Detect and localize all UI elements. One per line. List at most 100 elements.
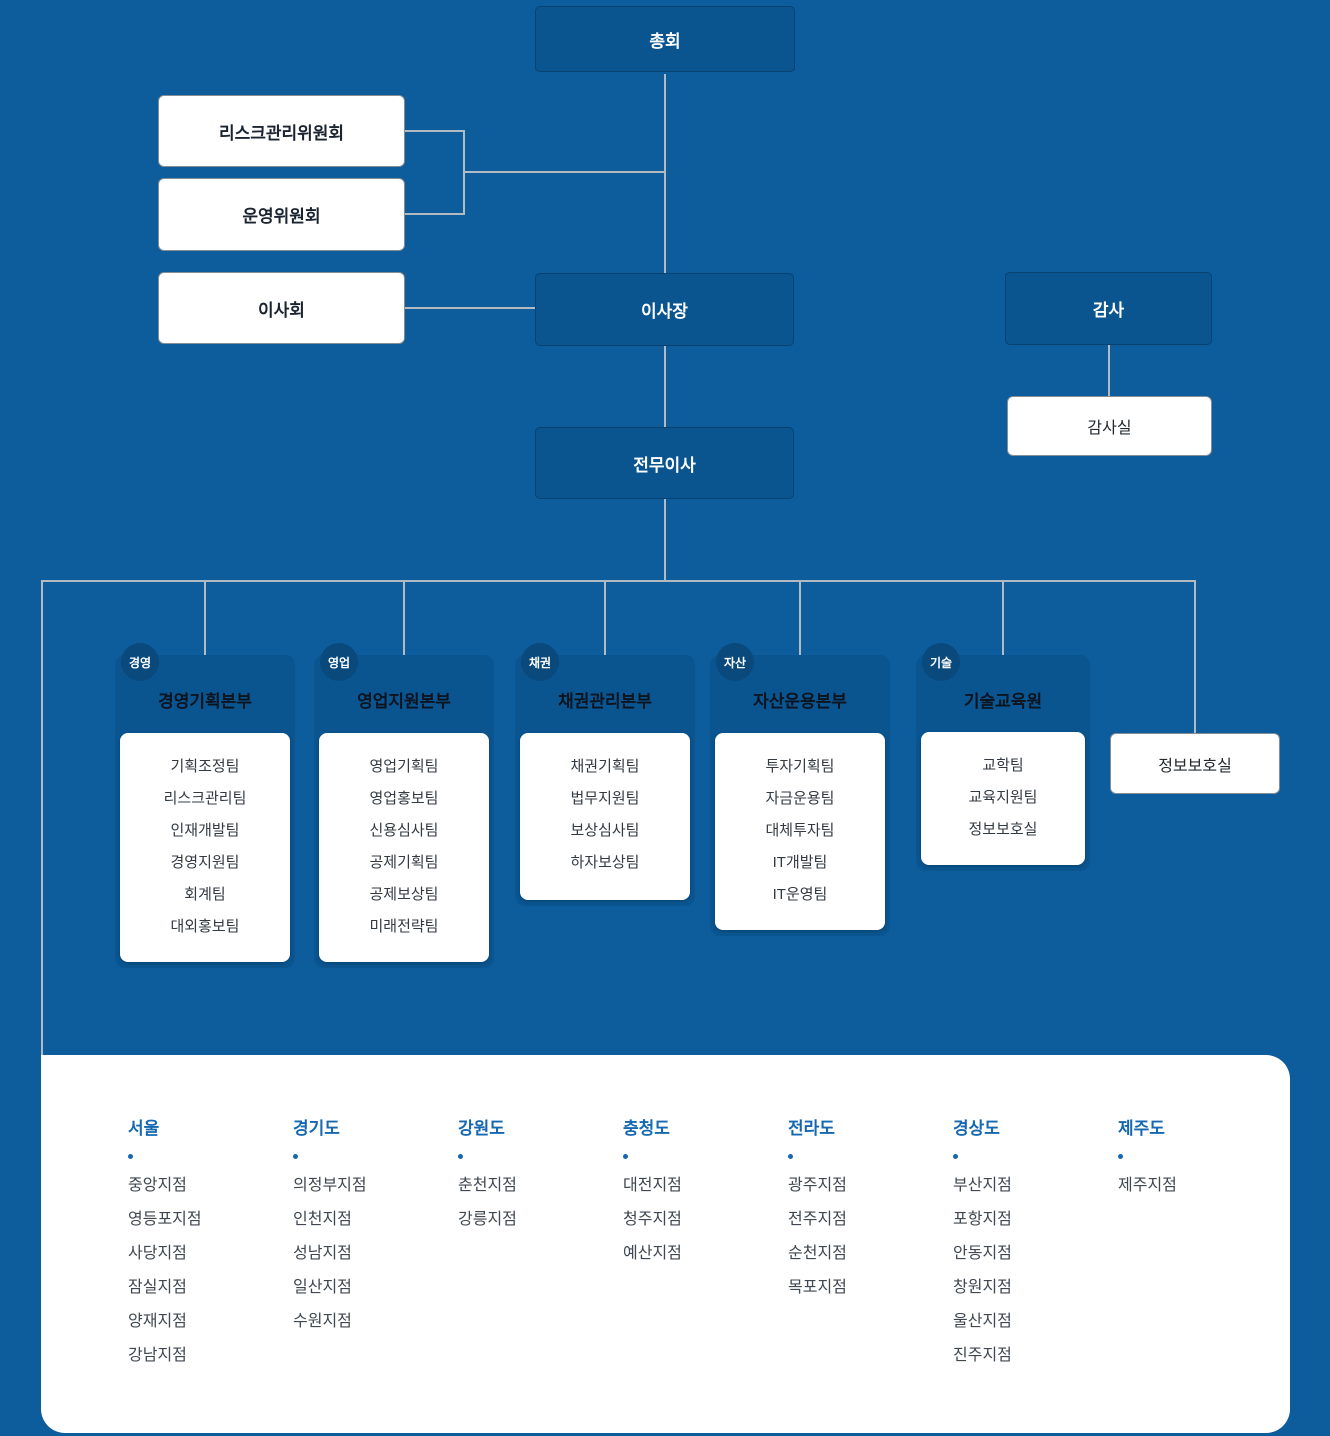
dept-panel-receivables: 채권 채권관리본부 채권기획팀 법무지원팀 보상심사팀 하자보상팀: [515, 643, 695, 906]
connector-line: [664, 74, 666, 273]
team-item: 대체투자팀: [765, 822, 835, 839]
dept-badge-label: 영업: [327, 655, 351, 670]
connector-line: [405, 307, 535, 309]
connector-line: [463, 171, 665, 173]
dept-badge-label: 경영: [128, 655, 152, 670]
team-item: 하자보상팀: [570, 854, 640, 871]
dept-badge: 자산: [716, 643, 754, 681]
team-item: IT개발팀: [772, 854, 828, 871]
connector-line: [604, 580, 606, 655]
region-column-gyeongsang: 경상도 부산지점 포항지점 안동지점 창원지점 울산지점 진주지점: [953, 1118, 1103, 1373]
connector-line: [405, 130, 465, 132]
team-item: 투자기획팀: [765, 758, 835, 775]
team-item: 공제보상팀: [369, 886, 439, 903]
dept-badge: 채권: [521, 643, 559, 681]
team-item: 보상심사팀: [570, 822, 640, 839]
region-name: 경상도: [953, 1119, 1000, 1138]
branch-list: 중앙지점 영등포지점 사당지점 잠실지점 양재지점 강남지점: [128, 1169, 278, 1373]
branch-item: 대전지점: [623, 1177, 682, 1194]
connector-line: [1194, 580, 1196, 733]
dept-title: 기술교육원: [963, 692, 1043, 711]
branch-item: 영등포지점: [128, 1211, 202, 1228]
board-of-directors-label: 이사회: [258, 300, 305, 320]
team-card: 기획조정팀 리스크관리팀 인재개발팀 경영지원팀 회계팀 대외홍보팀: [120, 733, 290, 962]
connector-line: [41, 580, 43, 1055]
audit-office-label: 감사실: [1087, 420, 1132, 437]
executive-director-label: 전무이사: [633, 455, 696, 475]
region-column-jeju: 제주도 제주지점: [1118, 1118, 1268, 1203]
connector-line: [664, 499, 666, 580]
branch-item: 예산지점: [623, 1245, 682, 1262]
branch-item: 창원지점: [953, 1279, 1012, 1296]
branch-item: 수원지점: [293, 1313, 352, 1330]
branch-list: 부산지점 포항지점 안동지점 창원지점 울산지점 진주지점: [953, 1169, 1103, 1373]
branch-item: 광주지점: [788, 1177, 847, 1194]
branch-item: 중앙지점: [128, 1177, 187, 1194]
team-item: 미래전략팀: [369, 918, 439, 935]
info-security-office-label: 정보보호실: [1158, 757, 1232, 775]
branch-item: 순천지점: [788, 1245, 847, 1262]
operating-committee-box: 운영위원회: [158, 178, 405, 251]
team-list: 영업기획팀 영업홍보팀 신용심사팀 공제기획팀 공제보상팀 미래전략팀: [319, 751, 489, 943]
team-item: 법무지원팀: [570, 790, 640, 807]
dept-title: 경영기획본부: [158, 692, 252, 711]
info-security-office-box: 정보보호실: [1110, 733, 1280, 794]
connector-line: [799, 580, 801, 655]
branch-item: 의정부지점: [293, 1177, 367, 1194]
general-assembly-box: 총회: [535, 6, 795, 72]
team-item: 영업기획팀: [369, 758, 439, 775]
team-list: 교학팀 교육지원팀 정보보호실: [921, 750, 1085, 846]
branch-item: 제주지점: [1118, 1177, 1177, 1194]
branch-list: 제주지점: [1118, 1169, 1268, 1203]
team-item: 공제기획팀: [369, 854, 439, 871]
team-list: 투자기획팀 자금운용팀 대체투자팀 IT개발팀 IT운영팀: [715, 751, 885, 911]
region-name: 충청도: [623, 1119, 670, 1138]
branch-item: 춘천지점: [458, 1177, 517, 1194]
branch-item: 양재지점: [128, 1313, 187, 1330]
region-name: 전라도: [788, 1119, 835, 1138]
branch-item: 포항지점: [953, 1211, 1012, 1228]
branch-item: 강남지점: [128, 1347, 187, 1364]
dept-badge-label: 기술: [929, 655, 953, 670]
branch-item: 목포지점: [788, 1279, 847, 1296]
team-item: 회계팀: [184, 886, 226, 903]
branch-list: 대전지점 청주지점 예산지점: [623, 1169, 773, 1271]
branch-list: 춘천지점 강릉지점: [458, 1169, 608, 1237]
team-item: 영업홍보팀: [369, 790, 439, 807]
branch-item: 강릉지점: [458, 1211, 517, 1228]
bullet-dot-icon: [458, 1154, 463, 1159]
region-name: 강원도: [458, 1119, 505, 1138]
dept-title: 자산운용본부: [753, 692, 847, 711]
branch-item: 부산지점: [953, 1177, 1012, 1194]
branch-item: 전주지점: [788, 1211, 847, 1228]
connector-line: [664, 346, 666, 427]
team-card: 투자기획팀 자금운용팀 대체투자팀 IT개발팀 IT운영팀: [715, 733, 885, 930]
dept-badge-label: 채권: [528, 655, 552, 670]
dept-panel-asset-management: 자산 자산운용본부 투자기획팀 자금운용팀 대체투자팀 IT개발팀 IT운영팀: [710, 643, 890, 936]
team-item: 교육지원팀: [968, 789, 1038, 806]
general-assembly-label: 총회: [649, 31, 681, 51]
executive-director-box: 전무이사: [535, 427, 794, 499]
risk-committee-box: 리스크관리위원회: [158, 95, 405, 167]
team-item: 기획조정팀: [170, 758, 240, 775]
dept-badge: 영업: [320, 643, 358, 681]
region-column-gyeonggi: 경기도 의정부지점 인천지점 성남지점 일산지점 수원지점: [293, 1118, 443, 1339]
branch-item: 진주지점: [953, 1347, 1012, 1364]
dept-title: 채권관리본부: [558, 692, 652, 711]
region-column-jeolla: 전라도 광주지점 전주지점 순천지점 목포지점: [788, 1118, 938, 1305]
auditor-label: 감사: [1092, 301, 1125, 320]
team-card: 교학팀 교육지원팀 정보보호실: [921, 732, 1085, 865]
team-item: IT운영팀: [772, 886, 828, 903]
board-of-directors-box: 이사회: [158, 272, 405, 344]
chairman-label: 이사장: [641, 302, 688, 321]
bullet-dot-icon: [953, 1154, 958, 1159]
auditor-box: 감사: [1005, 272, 1212, 345]
branch-item: 인천지점: [293, 1211, 352, 1228]
dept-badge-label: 자산: [723, 655, 747, 670]
bullet-dot-icon: [293, 1154, 298, 1159]
team-item: 신용심사팀: [369, 822, 439, 839]
team-item: 인재개발팀: [170, 822, 240, 839]
branch-list: 광주지점 전주지점 순천지점 목포지점: [788, 1169, 938, 1305]
team-list: 채권기획팀 법무지원팀 보상심사팀 하자보상팀: [520, 751, 690, 879]
connector-line: [1002, 580, 1004, 655]
